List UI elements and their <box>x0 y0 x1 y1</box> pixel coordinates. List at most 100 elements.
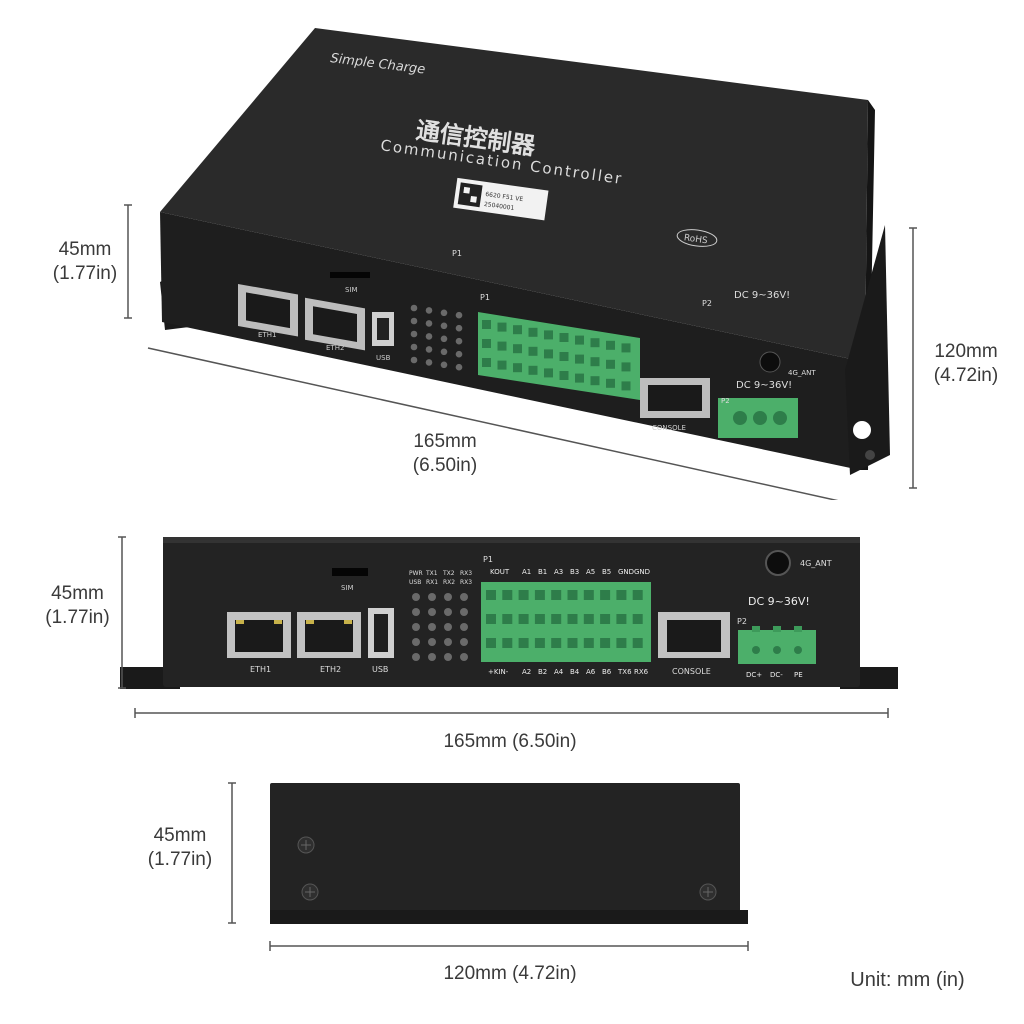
terminal-screw <box>621 381 631 391</box>
led-indicator <box>440 335 448 343</box>
led-indicator <box>425 359 433 366</box>
p2-label: P2 <box>737 617 747 626</box>
screw-icon <box>297 836 315 854</box>
screw-icon <box>865 450 875 460</box>
terminal-screw <box>600 590 611 600</box>
terminal-screw <box>606 340 615 350</box>
eth1-label: ETH1 <box>258 331 276 339</box>
led-indicator <box>428 593 436 601</box>
p2-pin-label: DC- <box>770 671 783 679</box>
led-indicator <box>428 623 436 631</box>
led-label: TX2 <box>442 570 455 577</box>
terminal-screw <box>575 373 584 383</box>
p1-pin-label: A6 <box>586 668 596 676</box>
led-grid <box>412 593 468 661</box>
terminal-screw <box>528 327 538 337</box>
p1-pin-label: B1 <box>538 568 547 576</box>
terminal-screw <box>486 614 496 624</box>
terminal-screw <box>575 354 584 364</box>
antenna-connector[interactable] <box>765 550 791 576</box>
terminal-screw <box>513 325 522 335</box>
p1-pin-label: B3 <box>570 568 579 576</box>
sim-slot[interactable] <box>330 272 370 278</box>
dim-width-top: 165mm (6.50in) <box>412 431 478 476</box>
led-indicator <box>444 623 452 631</box>
eth2-port[interactable] <box>305 297 365 351</box>
p1-pin-label: B5 <box>602 568 611 576</box>
dim-height-bottom: 45mm (1.77in) <box>147 825 213 870</box>
terminal-screw <box>616 614 627 624</box>
led-indicator <box>410 343 418 351</box>
terminal-screw <box>551 614 562 624</box>
p2-top-label: P2 <box>702 299 712 308</box>
usb-label: USB <box>376 354 391 362</box>
led-indicator <box>444 653 452 661</box>
led-indicator <box>460 623 468 631</box>
led-indicator <box>428 638 436 646</box>
eth2-label: ETH2 <box>326 344 344 352</box>
led-indicator <box>440 361 448 369</box>
terminal-screw <box>632 614 643 624</box>
led-indicator <box>460 593 468 601</box>
terminal-screw <box>482 358 491 367</box>
dim-height-mid: 45mm (1.77in) <box>45 583 110 628</box>
terminal-screw <box>502 614 513 624</box>
led-indicator <box>440 309 448 317</box>
screw-icon <box>699 883 717 901</box>
led-label: RX3 <box>460 570 472 577</box>
terminal-screw <box>606 378 615 388</box>
terminal-screw <box>534 614 545 624</box>
ant-label: 4G_ANT <box>788 369 816 377</box>
led-label: PWR <box>409 570 423 577</box>
led-indicator <box>455 324 463 332</box>
led-label: TX1 <box>425 570 438 577</box>
terminal-screw <box>559 371 569 380</box>
dim-depth-bottom: 120mm (4.72in) <box>443 963 577 984</box>
side-view <box>228 782 749 951</box>
p1-pin-label: A5 <box>586 568 595 576</box>
led-indicator <box>410 317 418 325</box>
terminal-screw <box>632 590 643 600</box>
terminal-screw <box>528 346 538 356</box>
terminal-screw <box>482 320 491 329</box>
p1-label: P1 <box>483 555 493 564</box>
p1-label: P1 <box>480 293 490 302</box>
led-label: RX1 <box>426 579 438 586</box>
eth1-port[interactable] <box>238 283 298 337</box>
terminal-screw <box>606 359 615 369</box>
led-indicator <box>412 623 420 631</box>
terminal-screw <box>497 322 507 332</box>
terminal-screw <box>551 638 562 648</box>
led-indicator <box>410 330 418 338</box>
p1-pin-label: A4 <box>554 668 564 676</box>
antenna-connector[interactable] <box>759 351 781 373</box>
svg-text:RoHS: RoHS <box>683 233 708 246</box>
terminal-screw <box>513 363 522 373</box>
terminal-screw <box>616 638 627 648</box>
led-label: USB <box>409 579 421 586</box>
led-indicator <box>440 322 448 330</box>
led-indicator <box>455 350 463 358</box>
led-indicator <box>412 653 420 661</box>
led-indicator <box>455 311 463 319</box>
led-label: RX2 <box>443 579 455 586</box>
terminal-screw <box>559 333 569 342</box>
dim-line-width <box>147 347 839 500</box>
mount-ear-right <box>845 225 890 475</box>
sim-label: SIM <box>341 584 354 592</box>
terminal-screw <box>544 368 553 378</box>
p1-pin-label: TX6 <box>617 668 632 676</box>
terminal-screw <box>583 590 594 600</box>
p2-pin-label: DC+ <box>746 671 762 679</box>
sim-slot[interactable] <box>332 568 368 576</box>
terminal-screw <box>486 638 496 648</box>
eth1-label: ETH1 <box>250 665 271 674</box>
p2-label: P2 <box>721 397 730 405</box>
p1-pin-label: B4 <box>570 668 580 676</box>
terminal-screw <box>600 638 611 648</box>
terminal-screw <box>482 339 491 348</box>
led-indicator <box>410 304 418 312</box>
p2-labels: DC+DC-PE <box>746 671 803 679</box>
dc-label: DC 9~36V! <box>748 595 810 608</box>
